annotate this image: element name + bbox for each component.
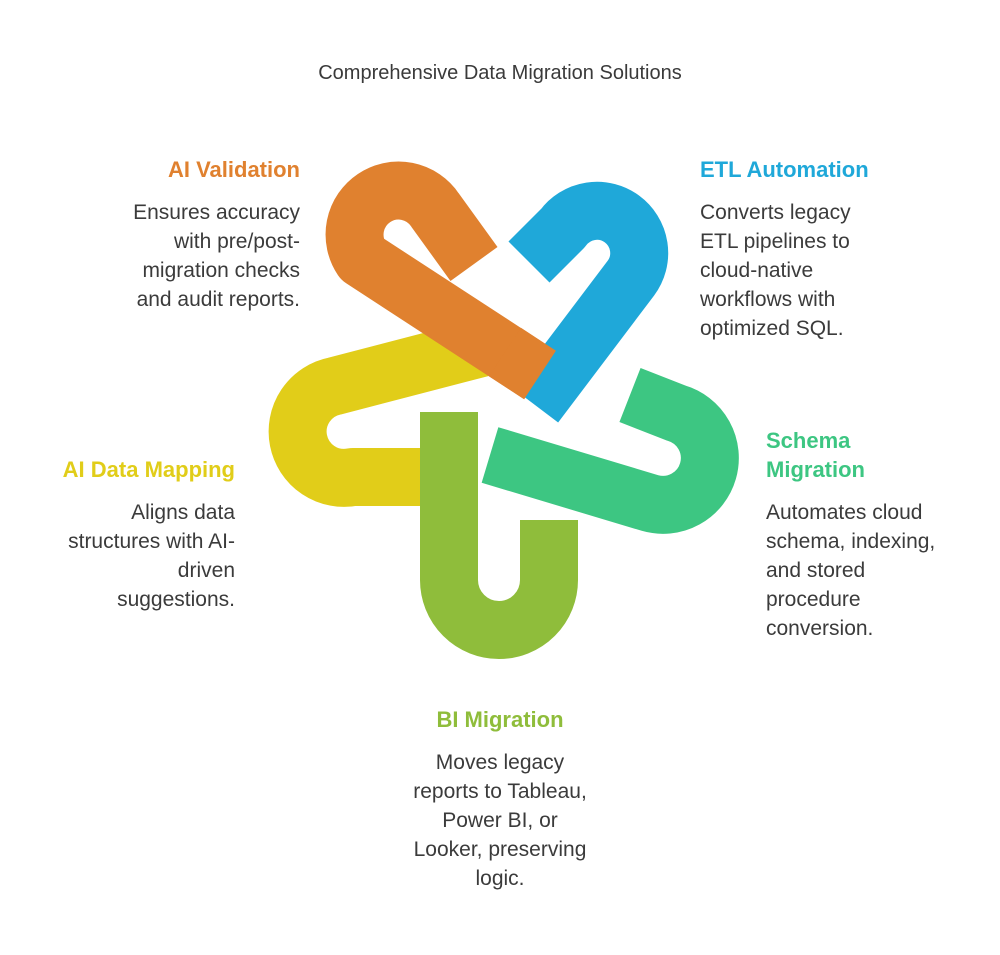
ai-validation-heading: AI Validation — [167, 157, 300, 182]
etl-loop — [508, 181, 669, 423]
ai-validation-block: AI Validation Ensures accuracy with pre/… — [60, 155, 300, 314]
bi-loop — [420, 412, 578, 659]
validation-loop — [325, 161, 556, 400]
schema-migration-heading: Schema Migration — [766, 428, 865, 482]
ai-data-mapping-description: Aligns data structures with AI- driven s… — [68, 501, 235, 611]
ai-data-mapping-block: AI Data Mapping Aligns data structures w… — [30, 455, 235, 614]
etl-automation-description: Converts legacy ETL pipelines to cloud-n… — [700, 201, 851, 340]
schema-loop — [481, 367, 739, 534]
etl-automation-heading: ETL Automation — [700, 157, 869, 182]
bi-migration-block: BI Migration Moves legacy reports to Tab… — [375, 705, 625, 893]
bi-migration-heading: BI Migration — [436, 707, 564, 732]
page-title: Comprehensive Data Migration Solutions — [318, 62, 682, 84]
mapping-loop — [268, 319, 489, 507]
etl-automation-block: ETL Automation Converts legacy ETL pipel… — [700, 155, 960, 343]
bi-migration-description: Moves legacy reports to Tableau, Power B… — [413, 751, 587, 890]
ai-data-mapping-heading: AI Data Mapping — [62, 457, 235, 482]
schema-migration-block: Schema Migration Automates cloud schema,… — [766, 426, 986, 643]
validation-overlap — [489, 327, 556, 400]
schema-migration-description: Automates cloud schema, indexing, and st… — [766, 501, 936, 640]
ai-validation-description: Ensures accuracy with pre/post- migratio… — [133, 201, 300, 311]
